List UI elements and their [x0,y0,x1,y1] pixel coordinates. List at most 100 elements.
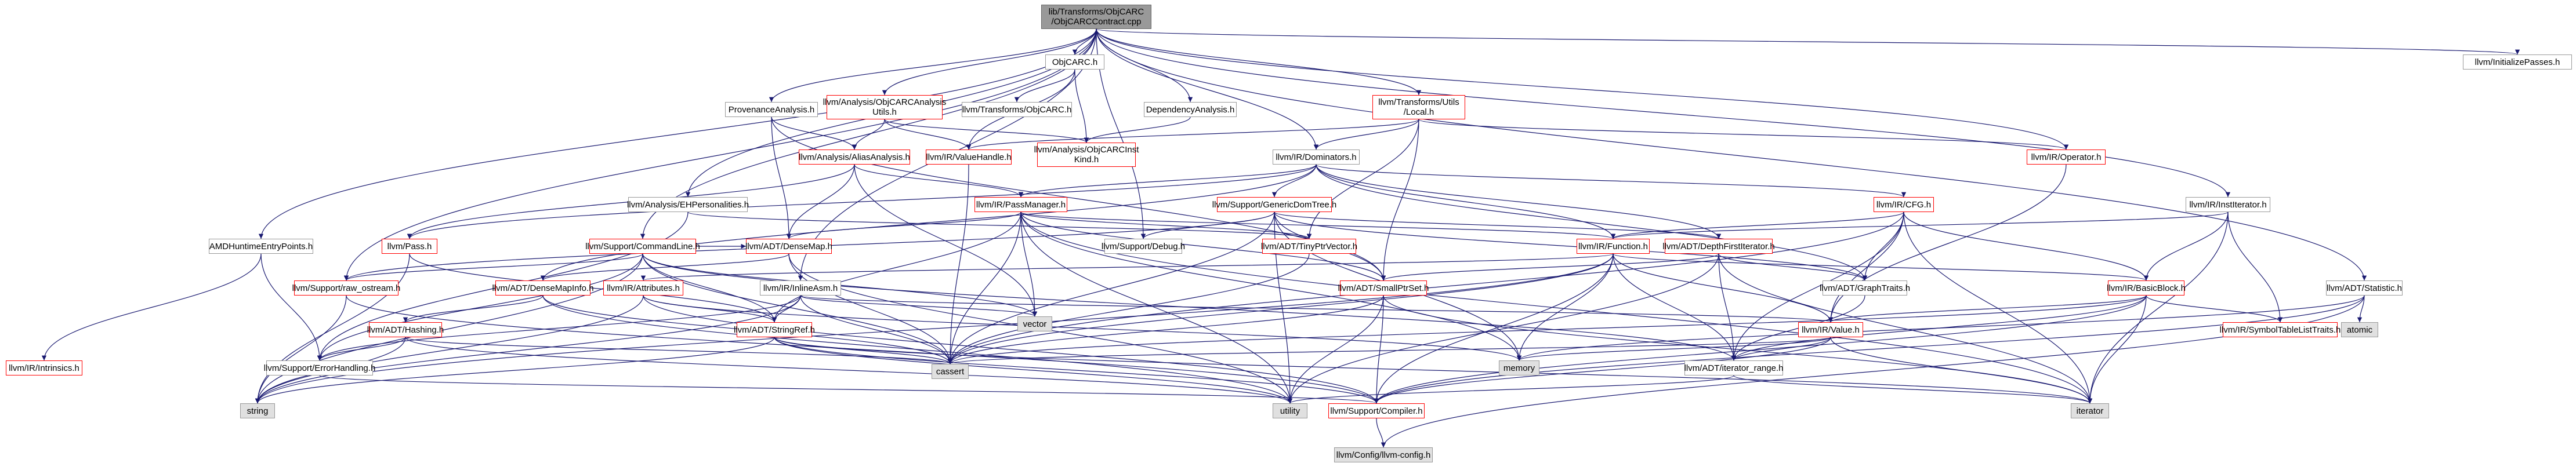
edge-transutilslocal-to-tinyptr [1306,119,1419,239]
node-hashing-h[interactable]: llvm/ADT/Hashing.h [367,322,444,337]
edge-function-to-attributes [641,253,1614,281]
node-iterator[interactable]: iterator [2071,403,2109,418]
edge-root-to-dominators [1096,28,1319,150]
edge-function-to-compiler [1374,253,1614,404]
edge-cmdline-to-rawostream [344,253,643,281]
node-stringref-h[interactable]: llvm/ADT/StringRef.h [734,322,815,337]
node-vector[interactable]: vector [1017,316,1052,331]
edge-stringref-to-iterator [774,337,2092,404]
node-aliasanalysis-h[interactable]: llvm/Analysis/AliasAnalysis.h [799,150,910,165]
node-raw-ostream-h[interactable]: llvm/Support/raw_ostream.h [292,280,400,296]
edge-attributes-to-compiler [643,295,1379,404]
edge-depanalysis-to-objcarcinst [1084,116,1191,143]
node-amdhuntimeentrypoints-h[interactable]: AMDHuntimeEntryPoints.h [209,239,313,254]
node-valuehandle-h[interactable]: llvm/IR/ValueHandle.h [926,150,1012,165]
node-objcarc-h[interactable]: ObjCARC.h [1045,54,1104,70]
edge-attributes-to-memory [643,295,1521,361]
node-utility[interactable]: utility [1273,403,1307,418]
edge-amdhsa-to-errorhandling [260,253,323,361]
node-provenanceanalysis-h[interactable]: ProvenanceAnalysis.h [725,102,818,117]
node-llvm-config-h[interactable]: llvm/Config/llvm-config.h [1334,447,1433,462]
edge-function-to-iterrange [1613,253,1737,361]
node-transforms-utils-local-h[interactable]: llvm/Transforms/Utils /Local.h [1372,95,1465,119]
node-objcarccontract-cpp[interactable]: lib/Transforms/ObjCARC /ObjCARCContract.… [1041,5,1151,29]
edge-value-to-cassert [948,337,1831,364]
node-dominators-h[interactable]: llvm/IR/Dominators.h [1273,150,1360,165]
edge-root-to-rawostream [343,28,1097,281]
edge-cmdline-to-cassert [642,253,953,364]
edge-passmanager-to-iterator [1020,212,2093,404]
edge-smallptrset-to-cassert [947,295,1384,364]
edge-densemapinfo-to-utility [542,295,1293,404]
edge-basicblock-to-symtablelist [2146,295,2283,323]
node-densemap-h[interactable]: llvm/ADT/DenseMap.h [745,239,832,254]
node-densemapinfo-h[interactable]: llvm/ADT/DenseMapInfo.h [492,280,594,296]
edge-cfg-to-basicblock [1903,212,2149,281]
edge-iterrange-to-utility [1288,375,1734,404]
node-dependencyanalysis-h[interactable]: DependencyAnalysis.h [1144,102,1237,117]
edge-institerator-to-iterator [2087,212,2229,404]
node-initializepasses-h[interactable]: llvm/InitializePasses.h [2463,54,2572,70]
node-transforms-objcarc-h[interactable]: llvm/Transforms/ObjCARC.h [962,102,1072,117]
edge-passmanager-to-utility [1020,212,1293,404]
edge-smallptrset-to-compiler [1374,295,1384,404]
node-pass-h[interactable]: llvm/Pass.h [382,239,437,254]
edge-passmanager-to-cassert [947,212,1021,364]
node-genericdomtree-h[interactable]: llvm/Support/GenericDomTree.h [1212,197,1336,212]
node-intrinsics-h[interactable]: llvm/IR/Intrinsics.h [6,360,82,375]
node-institerator-h[interactable]: llvm/IR/InstIterator.h [2186,197,2270,212]
edge-inlineasm-to-string [255,295,801,404]
edge-root-to-statistic [1096,28,2367,281]
edge-depthfirst-to-graphtraits [1718,253,1868,281]
node-smallptrset-h[interactable]: llvm/ADT/SmallPtrSet.h [1338,280,1429,296]
edge-cfg-to-iterrange [1731,212,1904,361]
edge-dominators-to-function [1316,164,1616,239]
node-commandline-h[interactable]: llvm/Support/CommandLine.h [585,239,700,254]
edge-passmanager-to-smallptrset [1020,212,1386,281]
node-iterator-range-h[interactable]: llvm/ADT/iterator_range.h [1684,360,1783,375]
edge-dominators-to-densemapinfo [540,164,1317,281]
node-inlineasm-h[interactable]: llvm/IR/InlineAsm.h [760,280,841,296]
edge-valuehandle-to-cassert [947,164,969,364]
node-operator-h[interactable]: llvm/IR/Operator.h [2027,150,2106,165]
edge-stringref-to-compiler [774,337,1379,404]
node-passmanager-h[interactable]: llvm/IR/PassManager.h [974,197,1067,212]
node-memory[interactable]: memory [1499,360,1539,375]
edge-cmdline-to-string [255,253,643,404]
node-debug-h[interactable]: llvm/Support/Debug.h [1102,239,1185,254]
edge-dominators-to-depthfirst [1316,164,1722,239]
node-value-h[interactable]: llvm/IR/Value.h [1798,322,1863,337]
edge-inlineasm-to-cassert [800,295,953,364]
edge-value-to-compiler [1374,337,1831,404]
node-function-h[interactable]: llvm/IR/Function.h [1577,239,1650,254]
edge-inlineasm-to-value [800,295,1833,323]
node-statistic-h[interactable]: llvm/ADT/Statistic.h [2326,280,2403,296]
edge-transutilslocal-to-dominators [1313,119,1419,150]
node-depthfirstiterator-h[interactable]: llvm/ADT/DepthFirstIterator.h [1662,239,1775,254]
node-attributes-h[interactable]: llvm/IR/Attributes.h [603,280,683,296]
node-errorhandling-h[interactable]: llvm/Support/ErrorHandling.h [264,360,375,375]
edge-hashing-to-errorhandling [317,337,406,361]
node-compiler-h[interactable]: llvm/Support/Compiler.h [1328,403,1425,418]
edge-densemap-to-cassert [788,253,953,364]
node-objcarcanalysisutils-h[interactable]: llvm/Analysis/ObjCARCAnalysis Utils.h [823,95,946,119]
edge-basicblock-to-iterator [2087,295,2147,404]
edge-transutilslocal-to-smallptrset [1381,119,1419,281]
node-cassert[interactable]: cassert [932,364,969,379]
edge-stringref-to-string [255,337,775,404]
edge-cfg-to-function [1611,212,1904,239]
node-tinyptrvector-h[interactable]: llvm/ADT/TinyPtrVector.h [1261,239,1357,254]
node-objcarcinstkind-h[interactable]: llvm/Analysis/ObjCARCInst Kind.h [1034,143,1139,167]
node-ehpersonalities-h[interactable]: llvm/Analysis/EHPersonalities.h [627,197,749,212]
edge-root-to-transutilslocal [1096,28,1422,96]
node-string[interactable]: string [240,403,275,418]
node-basicblock-h[interactable]: llvm/IR/BasicBlock.h [2107,280,2186,296]
edge-function-to-memory [1516,253,1614,361]
edge-cmdline-to-errorhandling [317,253,643,361]
node-graphtraits-h[interactable]: llvm/ADT/GraphTraits.h [1820,280,1910,296]
edge-cfg-to-cassert [947,212,1904,364]
node-atomic[interactable]: atomic [2341,322,2378,337]
edge-provenance-to-aliasanalysis [771,116,857,150]
node-cfg-h[interactable]: llvm/IR/CFG.h [1874,197,1934,212]
node-symboltablelisttraits-h[interactable]: llvm/IR/SymbolTableListTraits.h [2220,322,2340,337]
